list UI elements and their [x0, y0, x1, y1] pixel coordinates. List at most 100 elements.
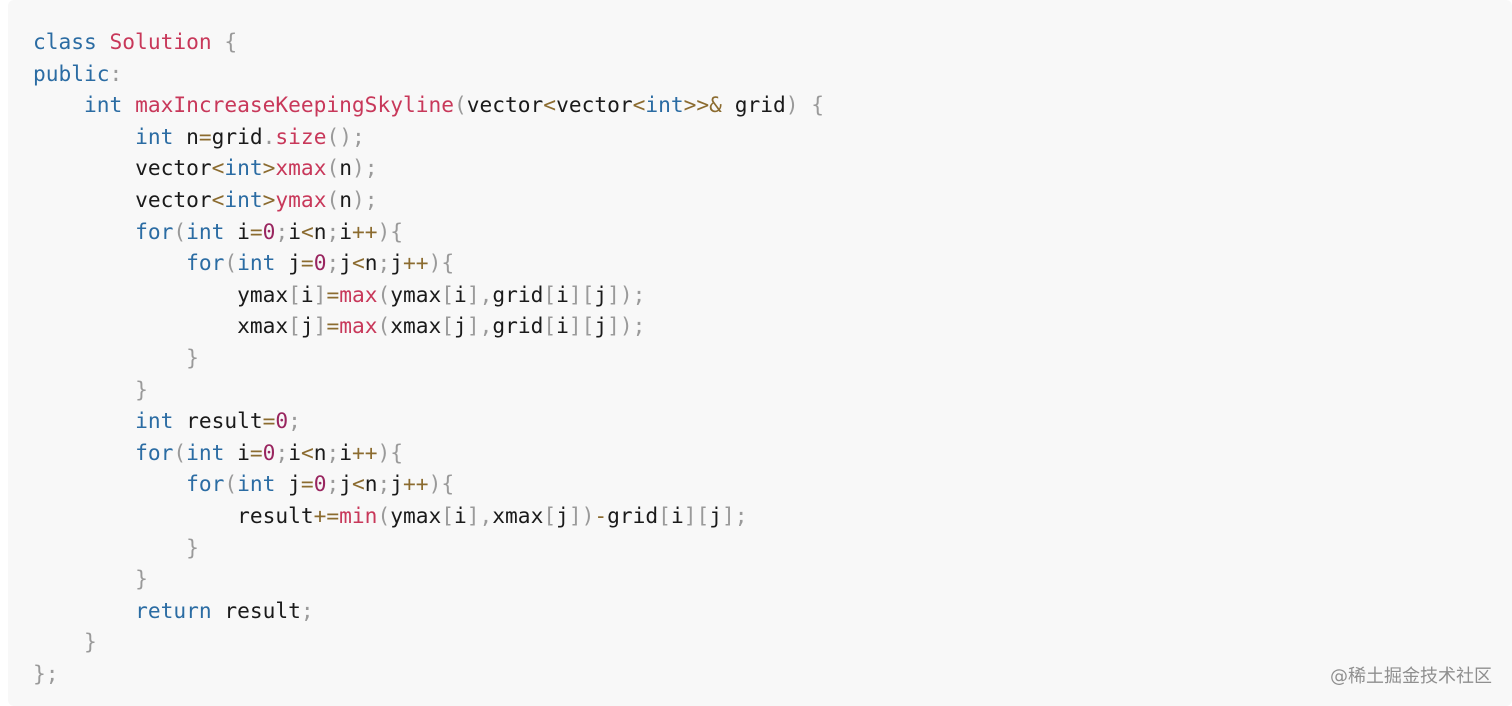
code-token: +=: [313, 502, 340, 528]
code-content[interactable]: class Solution {public: int maxIncreaseK…: [33, 26, 824, 689]
code-token: ;: [275, 218, 289, 244]
code-token: for: [135, 439, 174, 465]
code-token: class: [33, 29, 97, 54]
code-token: {: [224, 29, 238, 54]
code-token: int: [186, 218, 225, 244]
code-token: j: [275, 250, 301, 276]
code-token: j: [594, 281, 608, 307]
code-line: for(int i=0;i<n;i++){: [33, 437, 824, 469]
code-line: for(int j=0;j<n;j++){: [33, 468, 824, 500]
code-line: return result;: [33, 595, 824, 627]
code-token: size: [275, 123, 327, 149]
code-token: <: [351, 471, 365, 497]
code-token: result: [211, 597, 301, 623]
code-token: <: [211, 155, 225, 181]
code-token: int: [237, 250, 276, 276]
code-token: [97, 29, 110, 54]
code-token: grid: [211, 123, 263, 149]
code-token: };: [33, 660, 59, 686]
code-line: int maxIncreaseKeepingSkyline(vector<vec…: [33, 89, 824, 121]
code-token: i: [556, 281, 569, 307]
code-line: }: [33, 532, 824, 564]
code-token: ],: [466, 313, 493, 339]
code-line: }: [33, 626, 824, 658]
code-token: ++: [403, 471, 429, 497]
code-line: int n=grid.size();: [33, 121, 824, 153]
code-token: vector: [135, 186, 212, 212]
code-token: [33, 155, 135, 180]
code-token: [33, 219, 135, 244]
code-token: );: [351, 186, 378, 212]
code-token: return: [135, 597, 212, 623]
code-token: n: [364, 250, 378, 276]
code-token: j: [339, 471, 352, 497]
code-token: n: [339, 186, 352, 212]
code-token: i: [224, 439, 250, 465]
code-token: i: [454, 502, 467, 528]
code-token: xmax: [390, 313, 442, 339]
code-token: vector: [135, 155, 212, 181]
code-token: =: [300, 250, 314, 276]
code-token: ;: [326, 471, 340, 497]
code-token: ++: [352, 218, 378, 244]
code-token: n: [339, 155, 352, 181]
code-token: result: [173, 408, 263, 434]
code-token: j: [709, 502, 722, 528]
code-token: vector: [466, 92, 544, 118]
code-token: (: [326, 155, 340, 181]
code-token: max: [339, 281, 378, 307]
code-token: public: [33, 60, 110, 86]
code-token: ){: [377, 439, 404, 465]
code-token: =: [249, 218, 263, 244]
code-token: =: [326, 281, 340, 307]
code-token: =: [262, 408, 276, 434]
code-token: maxIncreaseKeepingSkyline: [135, 92, 454, 118]
code-token: ]: [313, 313, 327, 339]
code-token: ;: [300, 597, 314, 623]
code-token: [33, 440, 135, 465]
code-token: <: [351, 250, 365, 276]
code-token: xmax: [237, 313, 289, 339]
code-token: [798, 92, 811, 117]
code-token: =: [300, 471, 314, 497]
code-token: int: [135, 123, 174, 149]
code-token: ymax: [275, 186, 327, 212]
code-token: i: [454, 281, 467, 307]
code-token: 0: [262, 218, 276, 244]
code-token: min: [339, 502, 378, 528]
code-line: vector<int>ymax(n);: [33, 184, 824, 216]
code-token: i: [339, 218, 353, 244]
code-token: }: [135, 566, 148, 592]
code-token: ],: [466, 502, 493, 528]
code-token: 0: [313, 250, 327, 276]
code-token: <: [300, 218, 314, 244]
code-token: int: [224, 155, 263, 181]
code-token: [33, 92, 84, 117]
code-line: for(int i=0;i<n;i++){: [33, 216, 824, 248]
code-token: [212, 29, 225, 54]
code-token: [33, 503, 237, 528]
code-token: [33, 408, 135, 433]
code-token: [: [441, 313, 455, 339]
code-line: class Solution {: [33, 26, 824, 58]
code-token: [33, 345, 186, 370]
code-token: <: [300, 439, 314, 465]
code-token: int: [645, 92, 684, 118]
code-line: xmax[j]=max(xmax[j],grid[i][j]);: [33, 310, 824, 342]
code-token: grid: [492, 281, 544, 307]
code-token: (: [377, 502, 391, 528]
code-token: ][: [683, 502, 710, 528]
code-token: ]: [313, 281, 327, 307]
code-token: j: [275, 471, 301, 497]
code-token: =: [326, 313, 340, 339]
code-token: [: [288, 281, 301, 307]
code-token: [33, 629, 84, 654]
code-token: (: [224, 250, 238, 276]
code-token: ;: [326, 250, 340, 276]
code-token: [122, 92, 135, 117]
code-token: j: [300, 313, 314, 339]
code-token: >: [262, 155, 276, 181]
code-token: i: [670, 502, 684, 528]
code-token: [33, 124, 135, 149]
code-token: ;: [326, 439, 340, 465]
